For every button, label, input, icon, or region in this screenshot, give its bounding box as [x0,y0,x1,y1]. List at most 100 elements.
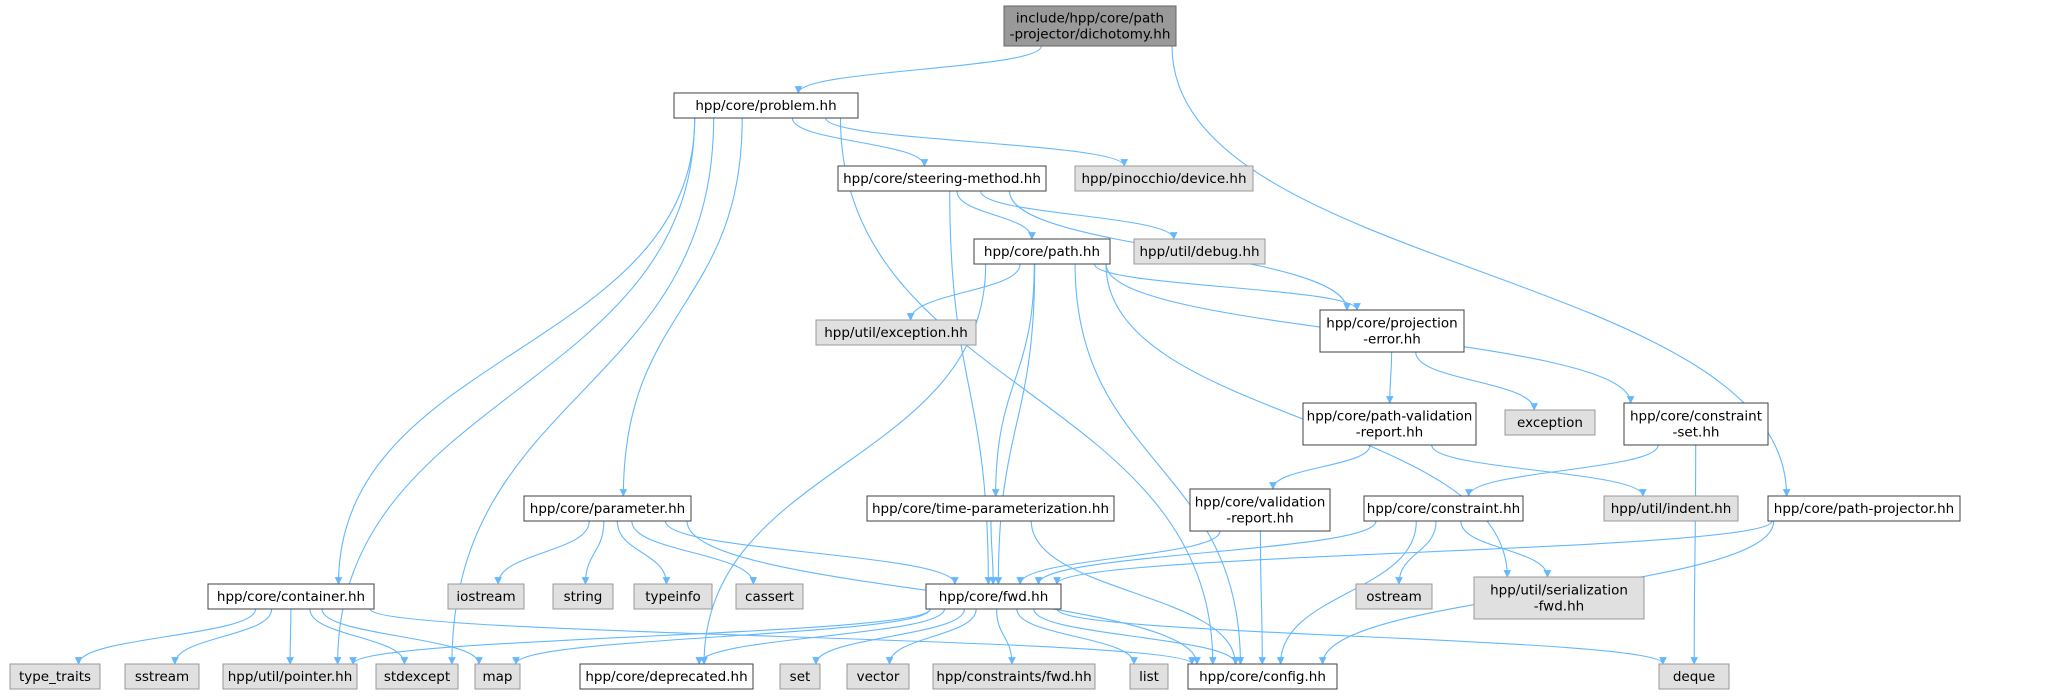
node-label: hpp/core/problem.hh [695,98,836,114]
edge-constraint-to-fwd [1034,520,1377,585]
node-root[interactable]: include/hpp/core/path-projector/dichotom… [1003,5,1177,47]
node-map: map [474,663,521,690]
nodes-layer: include/hpp/core/path-projector/dichotom… [9,5,1961,690]
node-constraint[interactable]: hpp/core/constraint.hh [1363,495,1524,522]
node-parameter[interactable]: hpp/core/parameter.hh [523,495,692,522]
node-label: hpp/core/steering-method.hh [843,171,1041,187]
node-box [633,583,713,610]
node-box [1603,495,1739,522]
node-type-traits: type_traits [9,663,101,690]
node-box [1074,165,1254,192]
node-fwd[interactable]: hpp/core/fwd.hh [925,583,1062,610]
node-label: hpp/core/path-projector.hh [1774,501,1954,517]
node-validation-report[interactable]: hpp/core/validation-report.hh [1189,488,1331,532]
edge-constraint_set-to-constraint [1464,444,1659,497]
edge-time_param-to-config [1030,520,1240,665]
node-box [1623,402,1769,446]
node-sstream: sstream [124,663,200,690]
node-constraint-set[interactable]: hpp/core/constraint-set.hh [1623,402,1769,446]
node-label: deque [1673,669,1715,685]
node-set: set [779,663,821,690]
edge-parameter-to-fwd [664,520,959,585]
node-box [447,583,525,610]
node-string: string [552,583,614,610]
node-label: hpp/util/exception.hh [824,325,968,341]
node-path-projector[interactable]: hpp/core/path-projector.hh [1767,495,1961,522]
node-path-validation-report[interactable]: hpp/core/path-validation-report.hh [1302,402,1477,446]
edge-path-to-projection_error [1093,263,1361,311]
node-box [1473,576,1645,620]
edge-path-to-time_param [991,263,1035,497]
node-box [222,663,358,690]
node-config[interactable]: hpp/core/config.hh [1187,663,1338,690]
edge-fwd-to-map [512,608,931,665]
edge-path_validation_report-to-util_indent [1431,444,1647,497]
edge-container-to-config [369,608,1196,665]
node-label: list [1139,669,1159,685]
edge-problem-to-config [839,117,1217,665]
node-label: sstream [135,669,189,685]
node-box [523,495,692,522]
node-util-serialization: hpp/util/serialization-fwd.hh [1473,576,1645,620]
node-box [1504,409,1596,436]
node-box [474,663,521,690]
node-label: -set.hh [1673,425,1720,441]
node-label: hpp/core/deprecated.hh [585,669,747,685]
node-exception: exception [1504,409,1596,436]
edge-fwd-to-constraints_fwd [996,608,1016,665]
node-path[interactable]: hpp/core/path.hh [973,238,1111,265]
edge-container-to-map [321,608,483,665]
node-label: hpp/core/parameter.hh [530,501,685,517]
edge-fwd-to-vector [885,608,977,665]
node-box [1189,488,1331,532]
node-box [124,663,200,690]
node-box [1658,663,1730,690]
edge-validation_report-to-fwd [1016,530,1221,585]
node-projection-error[interactable]: hpp/core/projection-error.hh [1319,309,1465,353]
node-deprecated[interactable]: hpp/core/deprecated.hh [579,663,754,690]
node-label: iostream [456,589,515,605]
node-box [779,663,821,690]
node-problem[interactable]: hpp/core/problem.hh [673,92,859,119]
edge-root-to-problem [794,45,1042,94]
node-box [579,663,754,690]
node-label: vector [857,669,900,685]
node-box [1003,5,1177,47]
node-cassert: cassert [735,583,804,610]
edge-fwd-to-config [1033,608,1240,665]
edge-time_param-to-fwd [989,520,998,585]
edge-steering-to-path [956,190,1036,240]
node-box [1363,495,1524,522]
edge-problem-to-container [334,117,696,585]
node-box [673,92,859,119]
edge-validation_report-to-config [1258,530,1267,665]
node-util-exception: hpp/util/exception.hh [815,319,977,346]
node-box [837,165,1047,192]
edge-problem-to-steering [791,117,929,167]
node-label: hpp/core/path.hh [984,244,1100,260]
edge-problem-to-stdexcept [448,117,715,665]
node-label: map [483,669,513,685]
node-box [1767,495,1961,522]
node-box [1355,583,1433,610]
edge-fwd-to-list [1016,608,1138,665]
node-container[interactable]: hpp/core/container.hh [207,583,375,610]
edge-parameter-to-iostream [494,520,590,585]
node-box [1302,402,1477,446]
node-box [973,238,1111,265]
edge-fwd-to-deque [1056,608,1667,665]
node-box [1133,238,1266,265]
edge-path-to-util_exception [906,263,1021,321]
node-label: set [790,669,811,685]
edge-fwd-to-deprecated [695,608,945,665]
node-label: -report.hh [1226,511,1294,527]
node-time-param[interactable]: hpp/core/time-parameterization.hh [866,495,1115,522]
node-label: typeinfo [645,589,700,605]
node-label: hpp/pinocchio/device.hh [1081,171,1246,187]
edge-constraint_set-to-deque [1690,444,1699,665]
node-steering[interactable]: hpp/core/steering-method.hh [837,165,1047,192]
edge-path_projector-to-fwd [1053,520,1773,585]
edges-layer [74,45,1791,665]
node-box [375,663,459,690]
edge-problem-to-parameter [619,117,743,497]
